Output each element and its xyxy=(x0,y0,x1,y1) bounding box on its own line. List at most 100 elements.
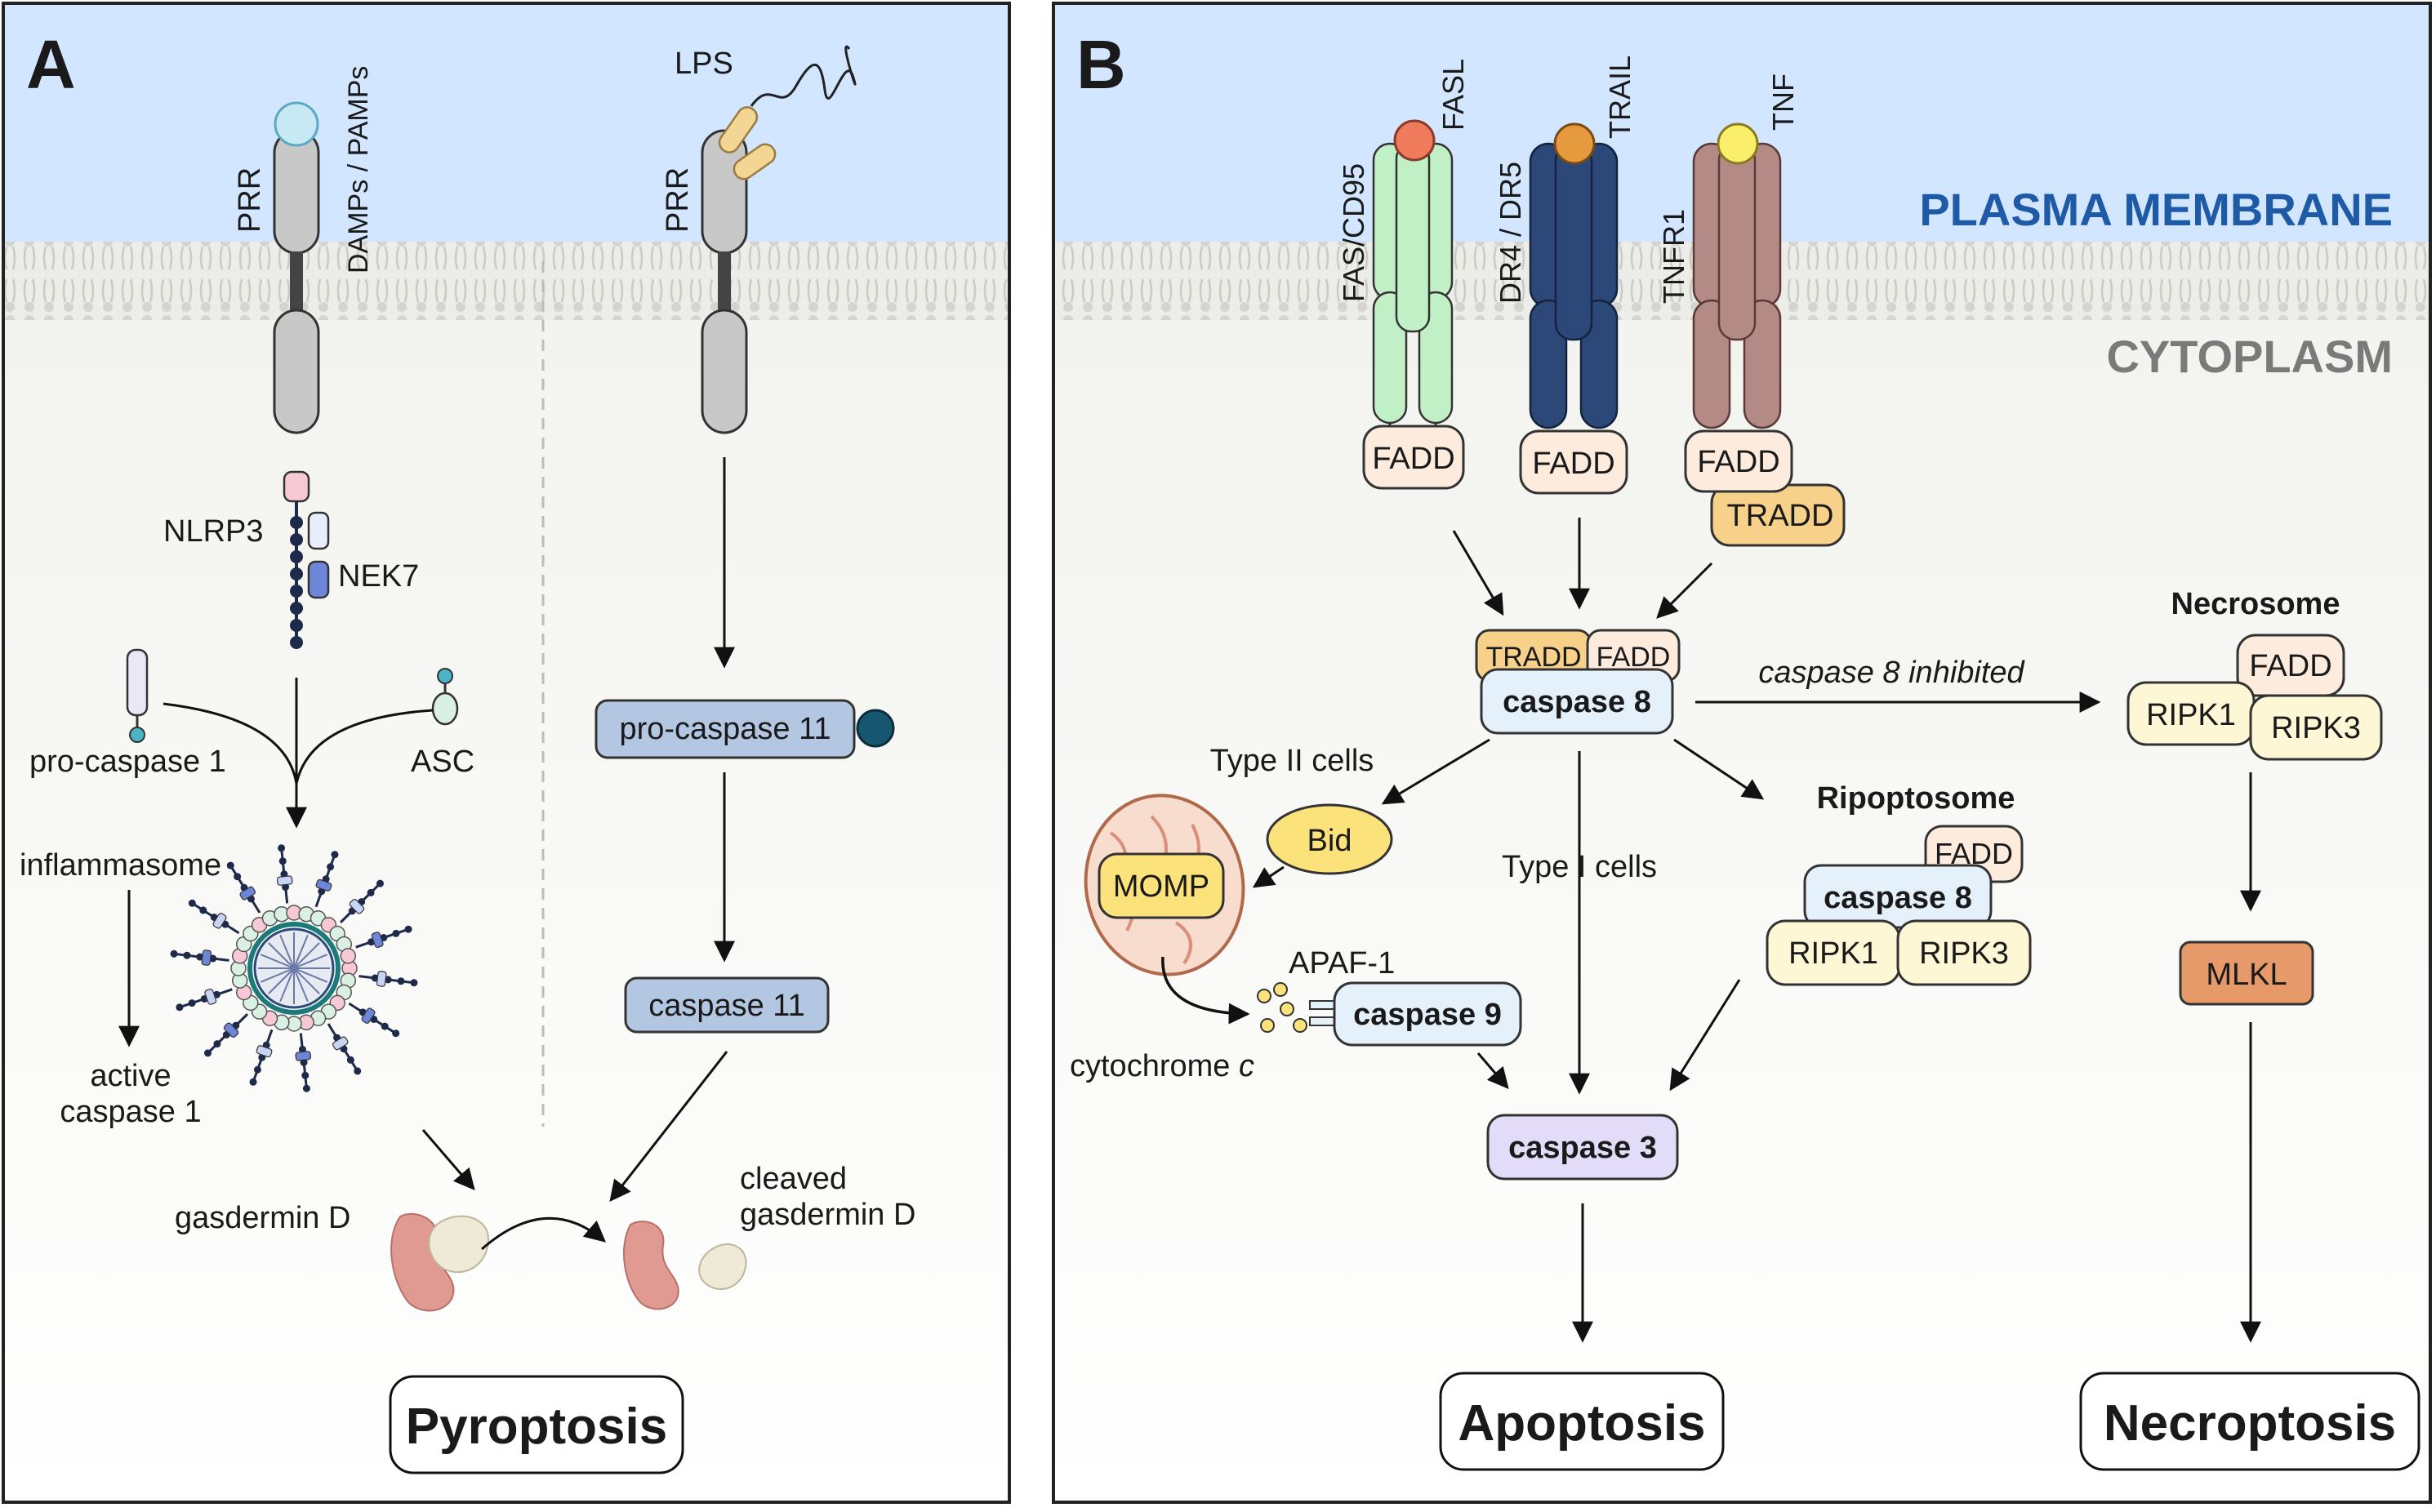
type-ii-cells-label: Type II cells xyxy=(1210,744,1374,778)
pro-caspase-11-label: pro-caspase 11 xyxy=(619,712,831,746)
necrosome-fadd-label: FADD xyxy=(2249,649,2331,683)
trail-ligand xyxy=(1555,124,1594,163)
nlrp3-arm-bead xyxy=(234,873,241,880)
nlrp3-arm-bead xyxy=(367,889,375,896)
tnf-label: TNF xyxy=(1766,73,1800,131)
disc-tradd-label: TRADD xyxy=(1485,642,1581,673)
nlrp3-arm-bead xyxy=(254,1066,261,1074)
panel-a-extracellular xyxy=(3,3,1009,248)
nlrp3-arm-bead xyxy=(279,857,287,865)
nek7-unit xyxy=(376,971,386,986)
mlkl-label: MLKL xyxy=(2206,958,2287,992)
nlrp3-bead xyxy=(290,550,303,563)
caspase-8-inhibited-label: caspase 8 inhibited xyxy=(1758,656,2025,690)
ripoptosome-ripk3-label: RIPK3 xyxy=(1919,936,2009,971)
panel-a-membrane xyxy=(3,242,1009,320)
pro-caspase-1-label: pro-caspase 1 xyxy=(29,745,226,779)
damp-ligand xyxy=(275,103,318,145)
nlrp3-arm-bead xyxy=(278,844,285,852)
disc-fadd-label: FADD xyxy=(1597,642,1671,673)
nlrp3-bead xyxy=(290,533,303,546)
nek7-label: NEK7 xyxy=(338,559,419,594)
panel-a-letter: A xyxy=(26,26,76,103)
nlrp3-label: NLRP3 xyxy=(163,514,264,549)
pyroptosis-label: Pyroptosis xyxy=(406,1399,667,1455)
apoptosis-label: Apoptosis xyxy=(1458,1395,1705,1452)
nlrp3-bead xyxy=(290,585,303,598)
nlrp3-arm-bead xyxy=(303,1085,310,1092)
fadd-label-2: FADD xyxy=(1532,447,1614,481)
panel-a: A PRR DAMPs / PAMPs LPS PRR xyxy=(3,3,1009,1502)
tradd-label-1: TRADD xyxy=(1727,499,1834,533)
bid-label: Bid xyxy=(1307,824,1352,858)
nlrp3-bead xyxy=(290,516,303,529)
fadd-label-1: FADD xyxy=(1372,442,1454,476)
nlrp3-arm-bead xyxy=(204,1049,212,1056)
apaf1-label: APAF-1 xyxy=(1289,946,1395,981)
nlrp3-arm-bead xyxy=(392,1029,399,1037)
damps-pamps-label: DAMPs / PAMPs xyxy=(343,66,374,273)
nlrp3-arm-bead xyxy=(189,999,196,1007)
nlrp3-bead xyxy=(290,636,303,649)
nlrp3-arm-bead xyxy=(176,1003,183,1011)
fasl-label: FASL xyxy=(1436,59,1470,131)
momp-label: MOMP xyxy=(1113,869,1209,904)
nlrp3-arm-bead xyxy=(327,863,334,870)
cytochrome-c-letter: c xyxy=(1239,1049,1254,1083)
plasma-membrane-label: PLASMA MEMBRANE xyxy=(1919,184,2393,235)
nlrp3-arm-bead xyxy=(347,1056,354,1064)
cleaved-gasdermin-label-line2: gasdermin D xyxy=(740,1198,915,1232)
asc-label: ASC xyxy=(411,745,474,779)
cytochrome-text: cytochrome xyxy=(1070,1049,1239,1083)
dr-label: DR4 / DR5 xyxy=(1494,162,1527,304)
nlrp3-arm-bead xyxy=(354,1067,361,1074)
fasl-ligand xyxy=(1395,121,1434,160)
caspase-3-label: caspase 3 xyxy=(1508,1131,1657,1165)
panel-b-letter: B xyxy=(1076,26,1126,103)
nlrp3-arm-bead xyxy=(301,1072,309,1079)
nlrp3-arm-bead xyxy=(189,900,196,907)
inflammasome-label: inflammasome xyxy=(20,848,221,883)
nek7-unit xyxy=(296,1052,311,1061)
nlrp3-arm-bead xyxy=(199,906,207,914)
nek7-unit xyxy=(202,950,212,966)
active-caspase-1-label-line1: active xyxy=(90,1059,171,1093)
necroptosis-label: Necroptosis xyxy=(2104,1395,2396,1452)
nek7-unit xyxy=(277,876,292,886)
panel-b: B PLASMA MEMBRANE CYTOPLASM FAS/CD95 FAS… xyxy=(1053,3,2430,1502)
lps-label: LPS xyxy=(675,47,733,81)
caspase-8-label: caspase 8 xyxy=(1503,685,1651,719)
nlrp3-bead xyxy=(290,567,303,580)
nlrp3-arm-bead xyxy=(398,977,405,985)
nlrp3-bead xyxy=(290,619,303,632)
ripoptosome-caspase-8-label: caspase 8 xyxy=(1824,881,1972,915)
trail-label: TRAIL xyxy=(1603,56,1637,139)
gasdermin-d-label: gasdermin D xyxy=(175,1201,350,1235)
nlrp3-arm-bead xyxy=(381,1023,389,1030)
nlrp3-arm-bead xyxy=(227,862,234,869)
nlrp3-arm-bead xyxy=(183,952,190,959)
fas-label: FAS/CD95 xyxy=(1337,163,1370,302)
caspase-11-label: caspase 11 xyxy=(648,989,805,1023)
caspase-9-label: caspase 9 xyxy=(1353,998,1502,1032)
nlrp3-arm-bead xyxy=(331,851,338,858)
nlrp3-arm-bead xyxy=(171,950,178,958)
necrosome-label: Necrosome xyxy=(2171,587,2340,621)
nlrp3-arm-bead xyxy=(250,1078,257,1086)
cytochrome-label: cytochrome c xyxy=(1070,1049,1254,1083)
cytoplasm-label: CYTOPLASM xyxy=(2106,331,2393,382)
asc-bead xyxy=(341,949,355,963)
tnf-ligand xyxy=(1718,124,1757,163)
cleaved-gasdermin-label-line1: cleaved xyxy=(740,1162,847,1196)
type-i-cells-label: Type I cells xyxy=(1502,850,1657,884)
tnfr1-label: TNFR1 xyxy=(1657,209,1690,304)
nlrp3-arm-bead xyxy=(213,1040,220,1047)
nlrp3-arm-bead xyxy=(376,880,384,887)
ripoptosome-label: Ripoptosome xyxy=(1817,781,2015,816)
necrosome-ripk1-label: RIPK1 xyxy=(2146,698,2236,732)
active-caspase-1-label-line2: caspase 1 xyxy=(60,1095,201,1129)
prr-label-right: PRR xyxy=(661,167,695,233)
nlrp3-arm-bead xyxy=(410,979,417,986)
